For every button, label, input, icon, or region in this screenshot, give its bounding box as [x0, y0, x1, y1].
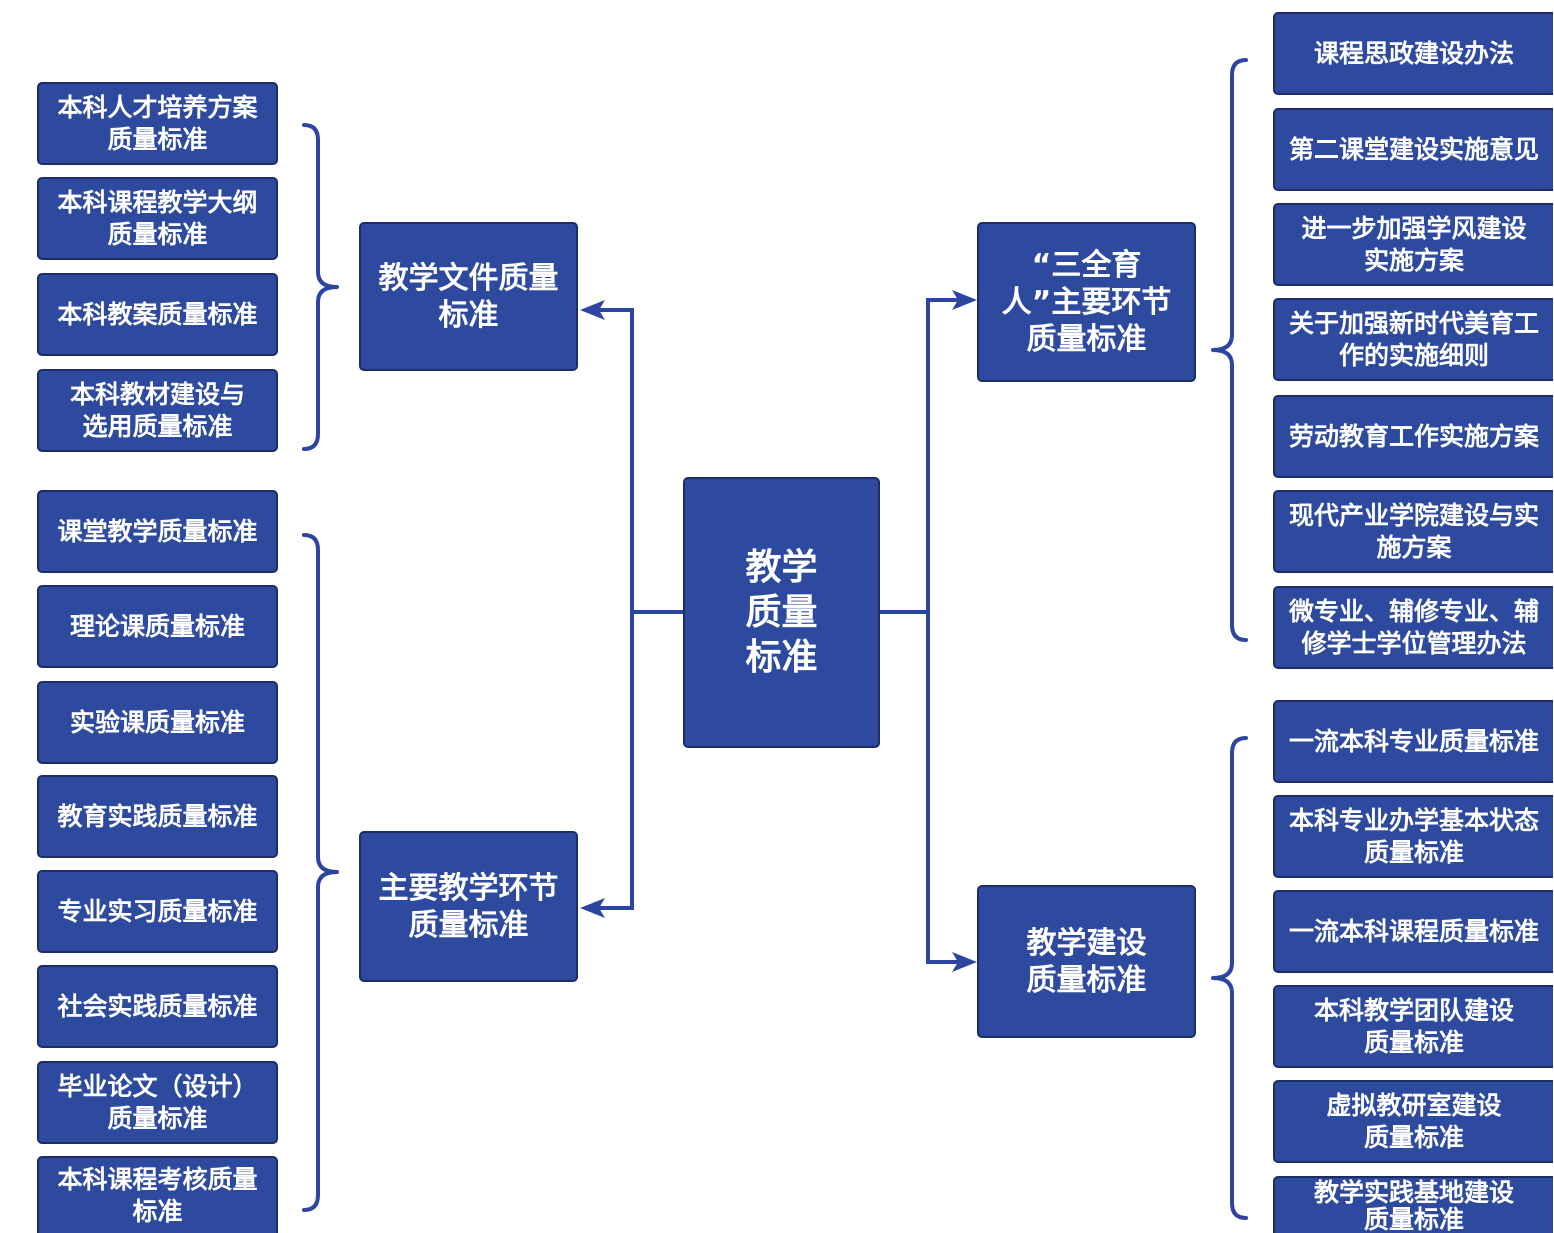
node-labor-education-plan: 劳动教育工作实施方案: [1273, 395, 1553, 478]
node-practice-base-standard: 教学实践基地建设 质量标准: [1273, 1176, 1553, 1233]
node-aesthetic-education-rules: 关于加强新时代美育工 作的实施细则: [1273, 298, 1553, 381]
node-talent-training-plan-standard: 本科人才培养方案 质量标准: [37, 82, 278, 165]
node-root-teaching-quality-standard: 教学 质量 标准: [683, 477, 880, 748]
node-theory-course-standard: 理论课质量标准: [37, 585, 278, 668]
node-second-classroom-opinions: 第二课堂建设实施意见: [1273, 108, 1553, 191]
node-main-teaching-links-standard: 主要教学环节 质量标准: [359, 831, 578, 982]
arrowhead-to-main-teaching-links: [580, 898, 605, 918]
node-lesson-plan-standard: 本科教案质量标准: [37, 273, 278, 356]
node-virtual-teaching-office-standard: 虚拟教研室建设 质量标准: [1273, 1080, 1553, 1163]
node-lab-course-standard: 实验课质量标准: [37, 681, 278, 764]
node-course-syllabus-standard: 本科课程教学大纲 质量标准: [37, 177, 278, 260]
node-course-ideology-measures: 课程思政建设办法: [1273, 12, 1553, 95]
node-major-basic-status-standard: 本科专业办学基本状态 质量标准: [1273, 795, 1553, 878]
node-first-class-course-standard: 一流本科课程质量标准: [1273, 890, 1553, 973]
node-internship-standard: 专业实习质量标准: [37, 870, 278, 953]
node-classroom-teaching-standard: 课堂教学质量标准: [37, 490, 278, 573]
bracket-teaching-documents: [302, 123, 339, 451]
arrowhead-to-three-all-education: [952, 290, 977, 310]
node-social-practice-standard: 社会实践质量标准: [37, 965, 278, 1048]
node-education-practice-standard: 教育实践质量标准: [37, 775, 278, 858]
arrowhead-to-teaching-documents: [580, 300, 605, 320]
node-first-class-major-standard: 一流本科专业质量标准: [1273, 700, 1553, 783]
node-teaching-documents-standard: 教学文件质量 标准: [359, 222, 578, 371]
bracket-main-teaching-links: [302, 533, 339, 1212]
node-course-assessment-standard: 本科课程考核质量 标准: [37, 1156, 278, 1233]
bracket-teaching-construction: [1211, 736, 1248, 1220]
connector-left-trunk: [598, 308, 634, 910]
arrowhead-to-teaching-construction: [952, 952, 977, 972]
node-graduation-thesis-standard: 毕业论文（设计） 质量标准: [37, 1061, 278, 1144]
node-three-all-education-standard: “三全育 人”主要环节 质量标准: [977, 222, 1196, 382]
connector-right-trunk: [926, 298, 958, 964]
node-industry-college-plan: 现代产业学院建设与实 施方案: [1273, 490, 1553, 573]
node-micro-major-minor-measures: 微专业、辅修专业、辅 修学士学位管理办法: [1273, 586, 1553, 669]
node-textbook-selection-standard: 本科教材建设与 选用质量标准: [37, 369, 278, 452]
node-teaching-construction-standard: 教学建设 质量标准: [977, 885, 1196, 1038]
bracket-three-all-education: [1211, 58, 1248, 642]
node-study-style-plan: 进一步加强学风建设 实施方案: [1273, 203, 1553, 286]
node-teaching-team-standard: 本科教学团队建设 质量标准: [1273, 985, 1553, 1068]
